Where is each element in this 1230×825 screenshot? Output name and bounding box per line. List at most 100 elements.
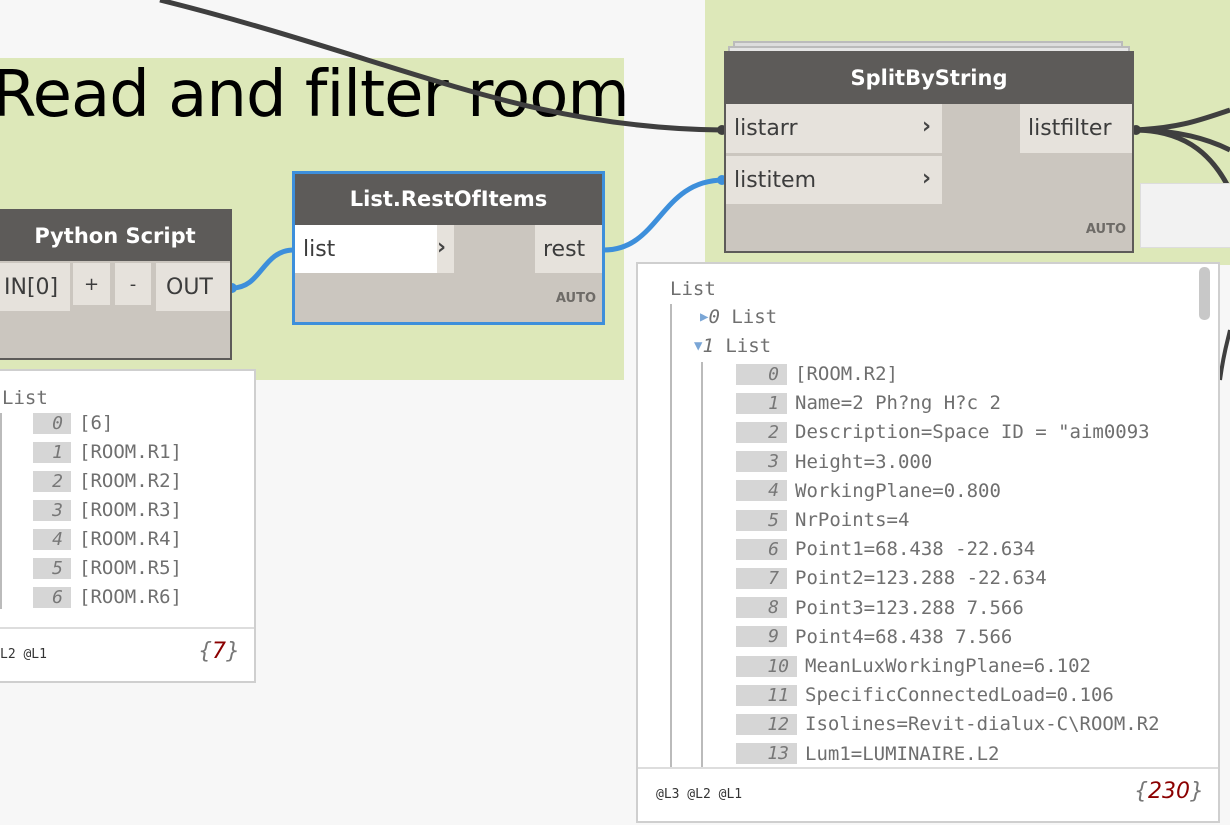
input-port-in0[interactable]: IN[0] xyxy=(0,263,70,311)
caret-down-icon[interactable]: ▼ xyxy=(694,338,703,354)
tree-line xyxy=(701,362,703,769)
split-by-string-node[interactable]: SplitByString listarr› listitem› listfil… xyxy=(724,51,1134,253)
remove-input-button[interactable]: - xyxy=(115,263,151,305)
item-value: Point1=68.438 -22.634 xyxy=(795,538,1036,561)
input-port-list-arrow[interactable]: › xyxy=(437,225,454,273)
item-index: 13 xyxy=(736,743,797,765)
wire-listarr xyxy=(159,0,723,133)
tree-line xyxy=(670,304,672,769)
watch-footer: L2 @L1 {7} xyxy=(0,627,254,681)
list-item: 2 Description=Space ID = "aim0093 xyxy=(736,421,1150,443)
item-index: 1 xyxy=(736,392,787,414)
node-stack-edge xyxy=(728,46,1130,52)
item-value: [6] xyxy=(79,412,114,434)
list-item: 1 [ROOM.R1] xyxy=(33,441,182,463)
list-item: 3[ROOM.R3] xyxy=(33,499,182,521)
output-port-listfilter[interactable]: listfilter xyxy=(1020,104,1132,153)
add-input-button[interactable]: + xyxy=(73,263,110,305)
group-title: Read and filter room xyxy=(0,58,630,132)
item-index: 10 xyxy=(736,655,797,677)
item-value: [ROOM.R1] xyxy=(79,441,182,463)
tree-line xyxy=(0,413,2,609)
item-index: 2 xyxy=(33,470,71,492)
item-count: {7} xyxy=(198,639,240,664)
node-stack-edge xyxy=(733,41,1123,47)
item-value: Lum1=LUMINAIRE.L2 xyxy=(805,742,1000,765)
item-index: 5 xyxy=(736,509,787,531)
item-value: Point3=123.288 7.566 xyxy=(795,596,1024,619)
caret-right-icon[interactable]: ▶ xyxy=(700,309,709,325)
item-index: 2 xyxy=(736,421,787,443)
item-value: Point2=123.288 -22.634 xyxy=(795,567,1047,590)
item-index: 8 xyxy=(736,597,787,619)
item-value: [ROOM.R6] xyxy=(79,586,182,608)
list-item: 2 [ROOM.R2] xyxy=(33,470,182,492)
item-value: [ROOM.R5] xyxy=(79,557,182,579)
watch-preview-left[interactable]: List 0[6] 1 [ROOM.R1] 2 [ROOM.R2] 3[ROOM.R3] 4… xyxy=(0,369,256,683)
list-item: 10 MeanLuxWorkingPlane=6.102 xyxy=(736,655,1091,677)
item-value: NrPoints=4 xyxy=(795,509,910,531)
item-value: Height=3.000 xyxy=(795,450,933,473)
item-index: 12 xyxy=(736,713,797,735)
wire-right xyxy=(1218,329,1230,381)
node-title: List.RestOfItems xyxy=(295,174,602,225)
wire-out-to-list xyxy=(231,247,295,291)
list-item: 5 [ROOM.R5] xyxy=(33,557,182,579)
item-value: [ROOM.R2] xyxy=(795,363,898,385)
list-item: 13 Lum1=LUMINAIRE.L2 xyxy=(736,743,999,765)
item-index: 5 xyxy=(33,557,71,579)
list-root: List xyxy=(670,278,716,300)
list-item: 0[6] xyxy=(33,412,113,434)
watch-footer: @L3 @L2 @L1 {230} xyxy=(638,767,1218,821)
output-port-out[interactable]: OUT xyxy=(156,263,230,311)
node-title: Python Script xyxy=(0,211,230,261)
offscreen-node[interactable] xyxy=(1140,183,1230,248)
item-value: MeanLuxWorkingPlane=6.102 xyxy=(805,655,1091,677)
list-item: 4[ROOM.R4] xyxy=(33,528,182,550)
output-port-rest[interactable]: rest xyxy=(535,225,602,273)
python-script-node[interactable]: Python Script IN[0] + - OUT xyxy=(0,209,232,360)
list-rest-of-items-node[interactable]: List.RestOfItems list › rest AUTO xyxy=(292,171,605,325)
item-index: 3 xyxy=(736,451,787,473)
level-labels[interactable]: @L3 @L2 @L1 xyxy=(656,787,743,802)
wire-listfilter-1 xyxy=(1133,107,1230,133)
item-value: [ROOM.R3] xyxy=(79,499,182,521)
list-item: 0 [ROOM.R2] xyxy=(736,363,898,385)
node-title: SplitByString xyxy=(726,53,1132,104)
list-item: 6[ROOM.R6] xyxy=(33,586,182,608)
item-count: {230} xyxy=(1134,779,1204,804)
item-index: 0 xyxy=(736,363,787,385)
item-value: Point4=68.438 7.566 xyxy=(795,625,1013,648)
list-item: 5 NrPoints=4 xyxy=(736,509,909,531)
chevron-right-icon: › xyxy=(922,114,932,139)
item-index: 4 xyxy=(736,480,787,502)
list-item: 8 Point3=123.288 7.566 xyxy=(736,597,1024,619)
input-port-listarr[interactable]: listarr› xyxy=(726,104,942,153)
item-value: [ROOM.R2] xyxy=(79,470,182,492)
input-port-list[interactable]: list xyxy=(295,225,437,273)
item-value: SpecificConnectedLoad=0.106 xyxy=(805,684,1114,707)
lacing-label[interactable]: AUTO xyxy=(1085,222,1126,237)
list-item: 12 Isolines=Revit-dialux-C\ROOM.R2 xyxy=(736,713,1160,735)
input-port-listitem[interactable]: listitem› xyxy=(726,156,942,204)
sublist-0[interactable]: ▶0 List xyxy=(700,306,778,328)
level-labels[interactable]: L2 @L1 xyxy=(0,647,47,662)
item-value: WorkingPlane=0.800 xyxy=(795,479,1001,502)
wire-listfilter-3 xyxy=(1133,127,1230,192)
list-item: 3 Height=3.000 xyxy=(736,451,932,473)
item-value: Isolines=Revit-dialux-C\ROOM.R2 xyxy=(805,713,1160,736)
list-root: List xyxy=(2,387,48,409)
item-index: 4 xyxy=(33,528,71,550)
lacing-label[interactable]: AUTO xyxy=(555,291,596,306)
item-value: Description=Space ID = "aim0093 xyxy=(795,421,1150,444)
scrollbar-thumb[interactable] xyxy=(1199,267,1210,320)
list-item: 4 WorkingPlane=0.800 xyxy=(736,480,1001,502)
sublist-1[interactable]: ▼1 List xyxy=(694,335,772,357)
item-index: 1 xyxy=(33,441,71,463)
